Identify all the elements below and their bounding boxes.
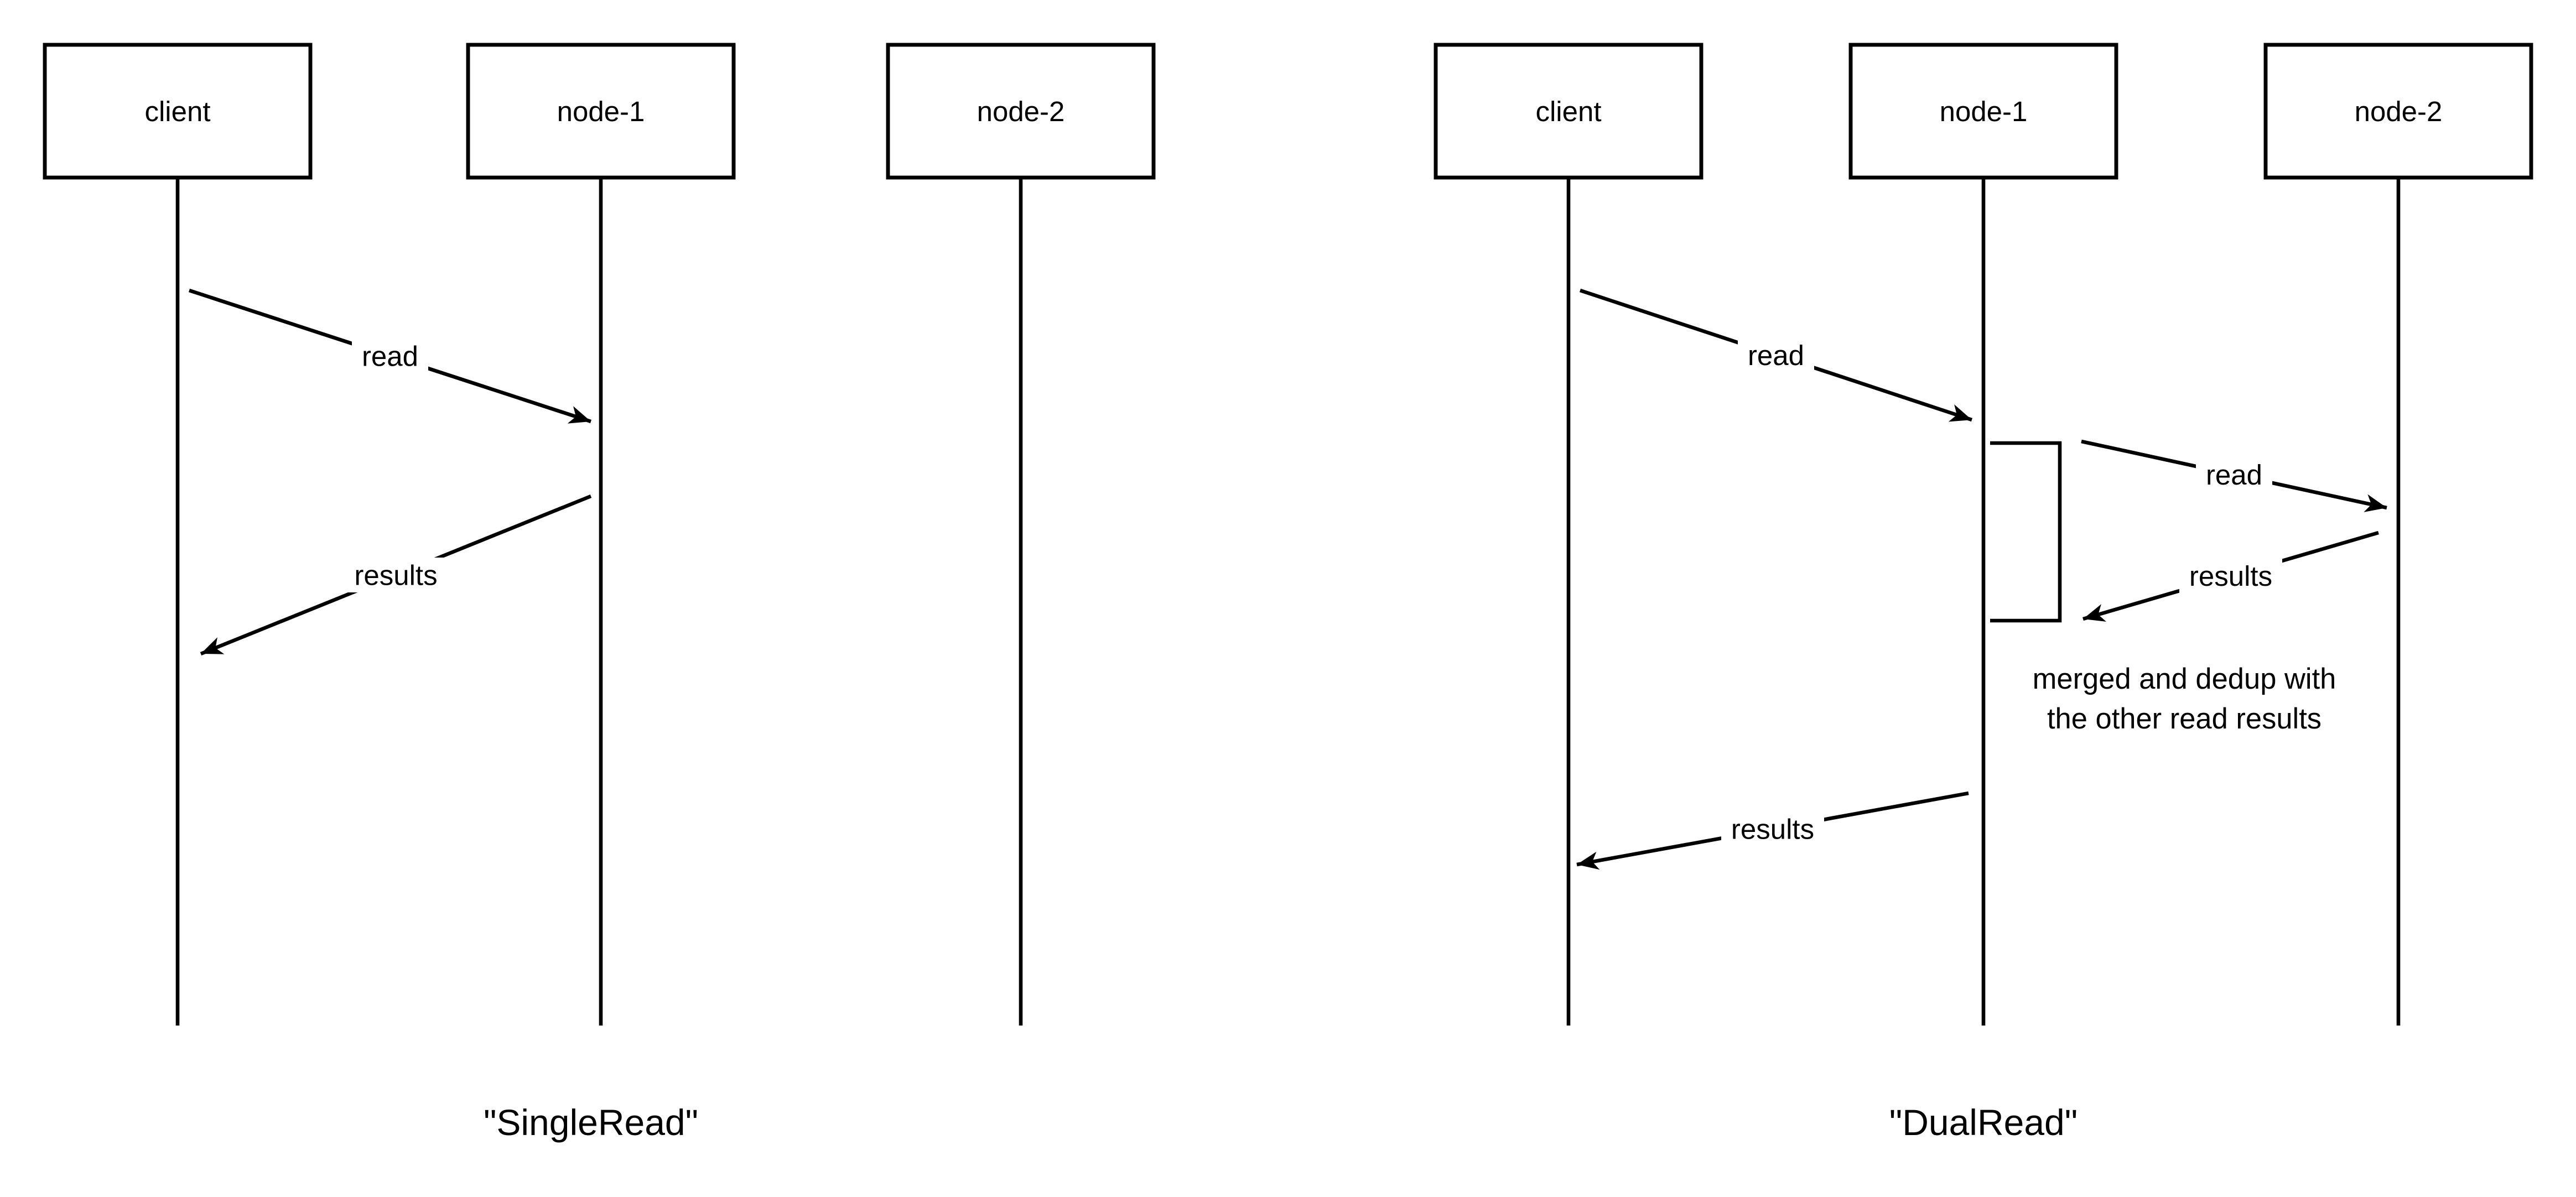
- message-label-results-2: results: [1731, 814, 1814, 845]
- actor-box-node-1: [466, 43, 736, 180]
- message-label-background: [344, 558, 448, 592]
- actor-box-node-1: [1848, 43, 2118, 180]
- diagram-caption-singleread: "SingleRead": [484, 1102, 698, 1143]
- message-label-background: [352, 339, 428, 373]
- message-label-results: results: [354, 560, 437, 591]
- sequence-diagram-dualread: client node-1 node-2 read read results m…: [1434, 43, 2533, 1143]
- actor-box-client: [1434, 43, 1704, 180]
- actor-label-client: client: [144, 96, 210, 127]
- message-label-read-1: read: [1748, 340, 1804, 371]
- activation-bracket-node-1: [1990, 441, 2062, 623]
- actor-box-client: [43, 43, 313, 180]
- note-line-2: the other read results: [2047, 702, 2321, 735]
- message-label-read: read: [362, 341, 418, 372]
- message-label-background: [1721, 811, 1824, 846]
- actor-label-node-2: node-2: [2355, 96, 2443, 127]
- actor-label-node-1: node-1: [1940, 96, 2028, 127]
- sequence-diagram-singleread: client node-1 node-2 read results "Singl…: [43, 43, 1156, 1143]
- actor-label-node-2: node-2: [977, 96, 1065, 127]
- message-label-background: [2179, 558, 2282, 594]
- note-line-1: merged and dedup with: [2033, 663, 2336, 695]
- message-label-background: [2196, 457, 2272, 492]
- diagram-caption-dualread: "DualRead": [1889, 1102, 2078, 1143]
- actor-box-node-2: [886, 43, 1156, 180]
- actor-label-client: client: [1535, 96, 1601, 127]
- message-label-results-1: results: [2189, 560, 2272, 592]
- actor-box-node-2: [2263, 43, 2533, 180]
- actor-label-node-1: node-1: [557, 96, 645, 127]
- message-label-read-2: read: [2206, 459, 2262, 491]
- message-label-background: [1738, 337, 1814, 373]
